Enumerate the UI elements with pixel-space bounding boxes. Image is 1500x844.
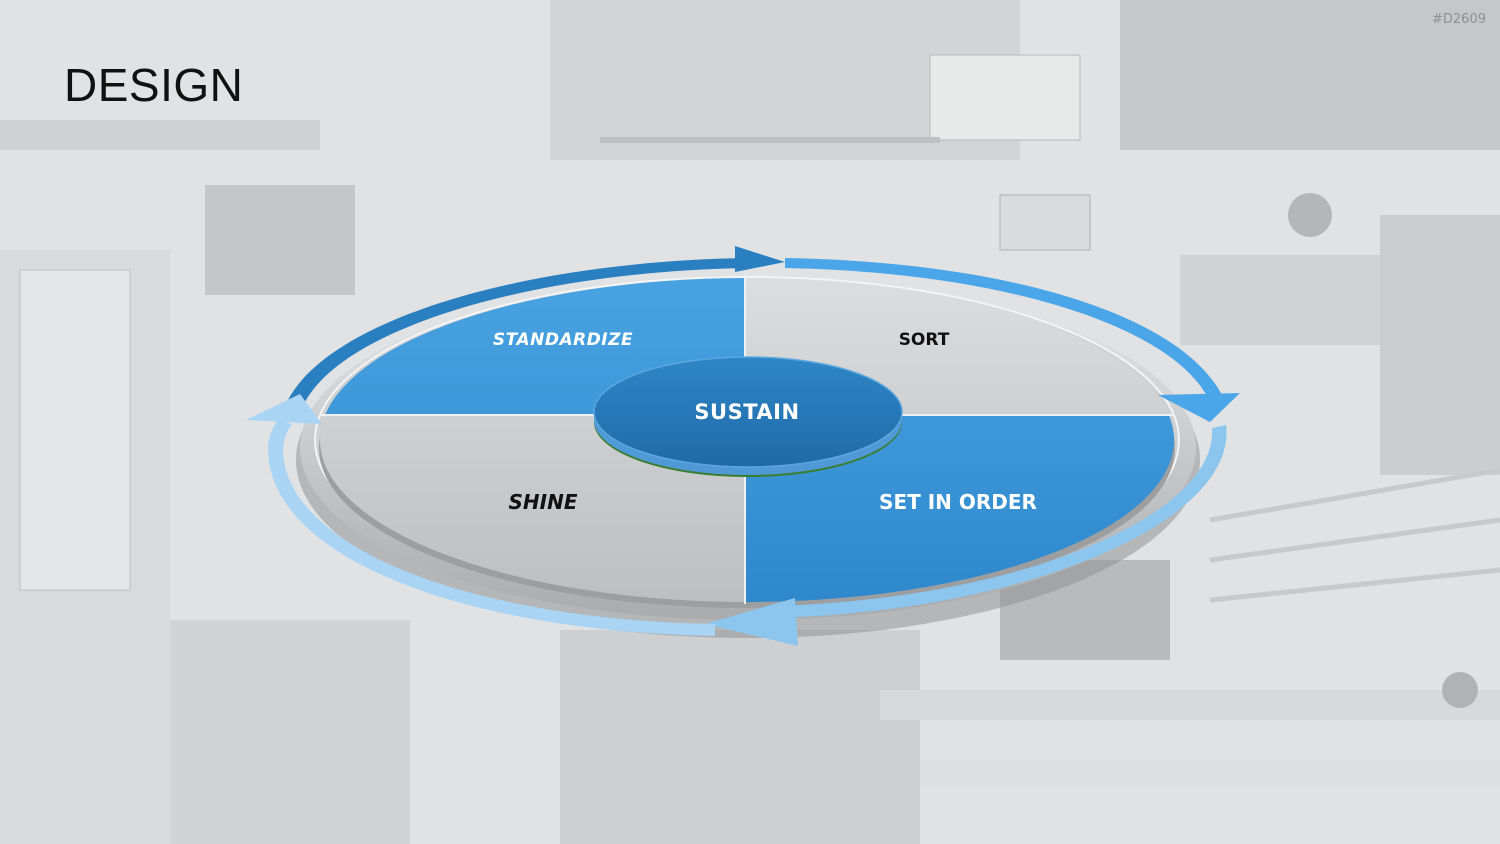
- label-shine: SHINE: [509, 490, 578, 514]
- label-set-in-order: SET IN ORDER: [879, 490, 1037, 514]
- arrow-top-left-head: [735, 246, 785, 272]
- arrow-bottom-left-head: [246, 394, 322, 424]
- label-sustain: SUSTAIN: [694, 400, 799, 424]
- label-sort: SORT: [899, 330, 950, 350]
- label-standardize: STANDARDIZE: [493, 330, 633, 350]
